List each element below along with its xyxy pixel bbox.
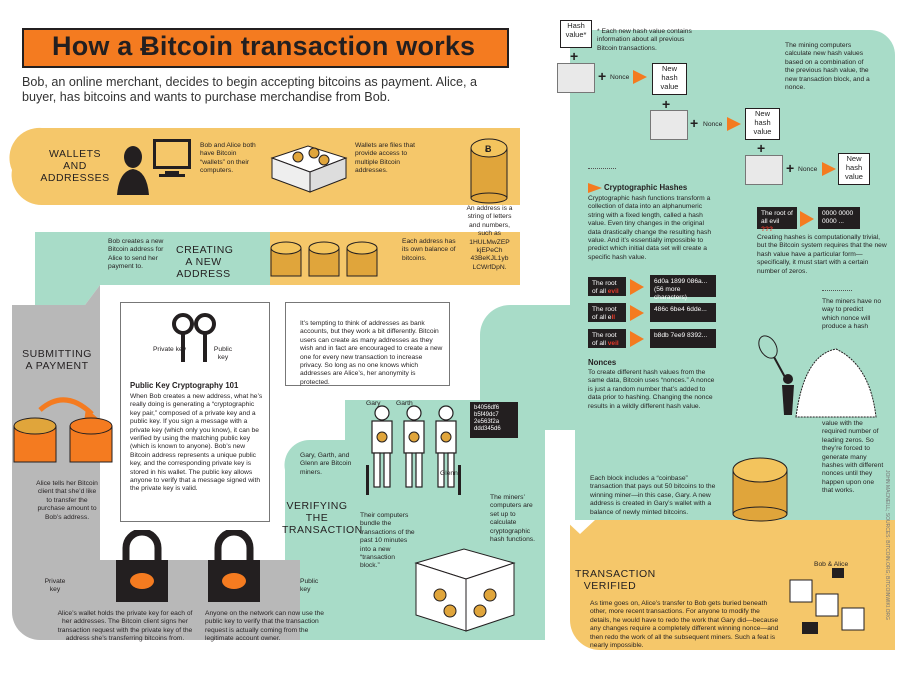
wallets-text-4: Each address has its own balance of bitc… bbox=[402, 238, 456, 262]
title-banner bbox=[22, 28, 509, 68]
page-title: How a Ƀitcoin transaction works bbox=[52, 31, 476, 61]
crypto-title: Cryptographic Hashes bbox=[604, 183, 688, 192]
tempting-box bbox=[285, 302, 450, 386]
wallets-heading: WALLETS AND ADDRESSES bbox=[40, 148, 110, 184]
hash-output-2: b8db 7ee9 8392... bbox=[650, 329, 716, 348]
submitting-heading: SUBMITTING A PAYMENT bbox=[22, 348, 92, 372]
miners-illustration bbox=[366, 405, 461, 495]
nonces-title: Nonces bbox=[588, 358, 617, 367]
arrow-right-icon bbox=[630, 305, 644, 321]
transfer-coins-icon bbox=[13, 397, 113, 463]
arrow-right-icon bbox=[630, 331, 644, 347]
public-key-label: Public key bbox=[300, 578, 319, 594]
creating-heading: CREATING A NEW ADDRESS bbox=[176, 244, 234, 280]
computers-text: Their computers bundle the transactions … bbox=[360, 512, 415, 570]
pkc-text: When Bob creates a new address, what he’… bbox=[130, 393, 263, 493]
miners-predict-text: The miners have no way to predict which … bbox=[822, 298, 882, 331]
miner-name-glenn: Glenn bbox=[440, 470, 458, 477]
wallets-text-3: An address is a string of letters and nu… bbox=[466, 205, 513, 271]
crypto-text: Cryptographic hash functions transform a… bbox=[588, 195, 712, 261]
hash-input-1: The root of all ell bbox=[588, 303, 626, 322]
haystack-icon bbox=[758, 335, 877, 418]
buried-blocks-icon bbox=[789, 568, 865, 634]
miner-screen: b4056df6 b5f49dc7 2e563f2a ddd345d6 bbox=[470, 402, 518, 438]
hash-function-text: The miners’ computers are set up to calc… bbox=[490, 494, 535, 544]
alice-wallet-text: Alice’s wallet holds the private key for… bbox=[57, 610, 193, 643]
hash-output-1: 486c 6be4 6dde... bbox=[650, 303, 716, 322]
address-coins-icon bbox=[270, 241, 378, 277]
svg-text:Ƀ: Ƀ bbox=[485, 144, 492, 154]
root-output: 0000 0000 0000 ... bbox=[818, 207, 860, 229]
bob-alice-label: Bob & Alice bbox=[814, 561, 849, 568]
nonce-label-3: Nonce bbox=[798, 166, 818, 173]
plus-icon: + bbox=[570, 48, 579, 64]
coinbase-coins-icon bbox=[732, 457, 788, 522]
hash-input-0: The root of all evil bbox=[588, 277, 626, 296]
plus-icon: + bbox=[690, 115, 699, 131]
creating-text: Bob creates a new Bitcoin address for Al… bbox=[108, 238, 164, 271]
submitting-text: Alice tells her Bitcoin client that she’… bbox=[36, 480, 98, 521]
network-verify-text: Anyone on the network can now use the pu… bbox=[205, 610, 324, 643]
arrow-right-icon bbox=[800, 211, 814, 227]
new-hash-value-box-2: New hash value bbox=[745, 108, 780, 140]
arrow-right-icon bbox=[633, 70, 647, 84]
hash-value-box: Hash value* bbox=[560, 20, 592, 48]
hash-note: * Each new hash value contains informati… bbox=[597, 28, 692, 52]
coin-stack-icon: Ƀ bbox=[470, 138, 508, 204]
plus-icon: + bbox=[757, 140, 766, 156]
intro-text: Bob, an online merchant, decides to begi… bbox=[22, 75, 478, 104]
verified-text: As time goes on, Alice’s transfer to Bob… bbox=[590, 600, 779, 650]
arrow-right-icon bbox=[588, 183, 602, 193]
computer-user-icon bbox=[117, 139, 191, 195]
miner-name-garth: Garth bbox=[396, 400, 413, 407]
hash-output-0: 6d0a 1899 086a... (56 more characters) bbox=[650, 275, 716, 301]
pkc-box bbox=[120, 302, 270, 522]
zeros-text: value with the required number of leadin… bbox=[822, 420, 884, 495]
block-icon-1 bbox=[557, 63, 595, 93]
plus-icon: + bbox=[662, 96, 671, 112]
nonces-text: To create different hash values from the… bbox=[588, 369, 715, 410]
divider bbox=[588, 168, 616, 169]
wallet-coins-icon bbox=[270, 145, 348, 193]
wallets-text-2: Wallets are files that provide access to… bbox=[355, 142, 415, 175]
block-icon-3 bbox=[745, 155, 783, 185]
coinbase-text: Each block includes a “coinbase” transac… bbox=[590, 475, 716, 516]
mining-text: The mining computers calculate new hash … bbox=[785, 42, 870, 92]
computational-text: Creating hashes is computationally trivi… bbox=[757, 234, 887, 275]
new-hash-value-box-3: New hash value bbox=[838, 153, 870, 185]
divider bbox=[822, 290, 852, 291]
miner-name-gary: Gary bbox=[366, 400, 381, 407]
private-key-label: Private key bbox=[44, 578, 66, 594]
arrow-right-icon bbox=[630, 279, 644, 295]
plus-icon: + bbox=[598, 68, 607, 84]
hash-input-2: The root of all veil bbox=[588, 329, 626, 348]
pkc-public-label: Public key bbox=[213, 346, 233, 362]
root-input: The root of all evil ??? bbox=[757, 207, 797, 233]
wallets-text-1: Bob and Alice both have Bitcoin “wallets… bbox=[200, 142, 256, 175]
block-icon-2 bbox=[650, 110, 688, 140]
new-hash-value-box-1: New hash value bbox=[652, 63, 687, 95]
pkc-title: Public Key Cryptography 101 bbox=[130, 381, 239, 390]
verified-heading: TRANSACTION VERIFIED bbox=[575, 568, 656, 592]
pkc-private-label: Private key bbox=[152, 346, 187, 353]
tempting-text: It’s tempting to think of addresses as b… bbox=[300, 320, 443, 386]
padlocks-icon bbox=[116, 530, 260, 602]
key-pair-icon bbox=[172, 313, 216, 362]
nonce-label-2: Nonce bbox=[703, 121, 723, 128]
nonce-label-1: Nonce bbox=[610, 74, 630, 81]
arrow-right-icon bbox=[727, 117, 741, 131]
miners-text: Gary, Garth, and Glenn are Bitcoin miner… bbox=[300, 452, 352, 476]
arrow-right-icon bbox=[822, 162, 836, 176]
plus-icon: + bbox=[786, 160, 795, 176]
verifying-heading: VERIFYING THE TRANSACTION bbox=[282, 500, 363, 536]
credit-text: JOHN MACNEILL; SOURCES: BITCOIN.ORG; BIT… bbox=[884, 470, 890, 621]
transaction-block-icon bbox=[414, 548, 516, 632]
